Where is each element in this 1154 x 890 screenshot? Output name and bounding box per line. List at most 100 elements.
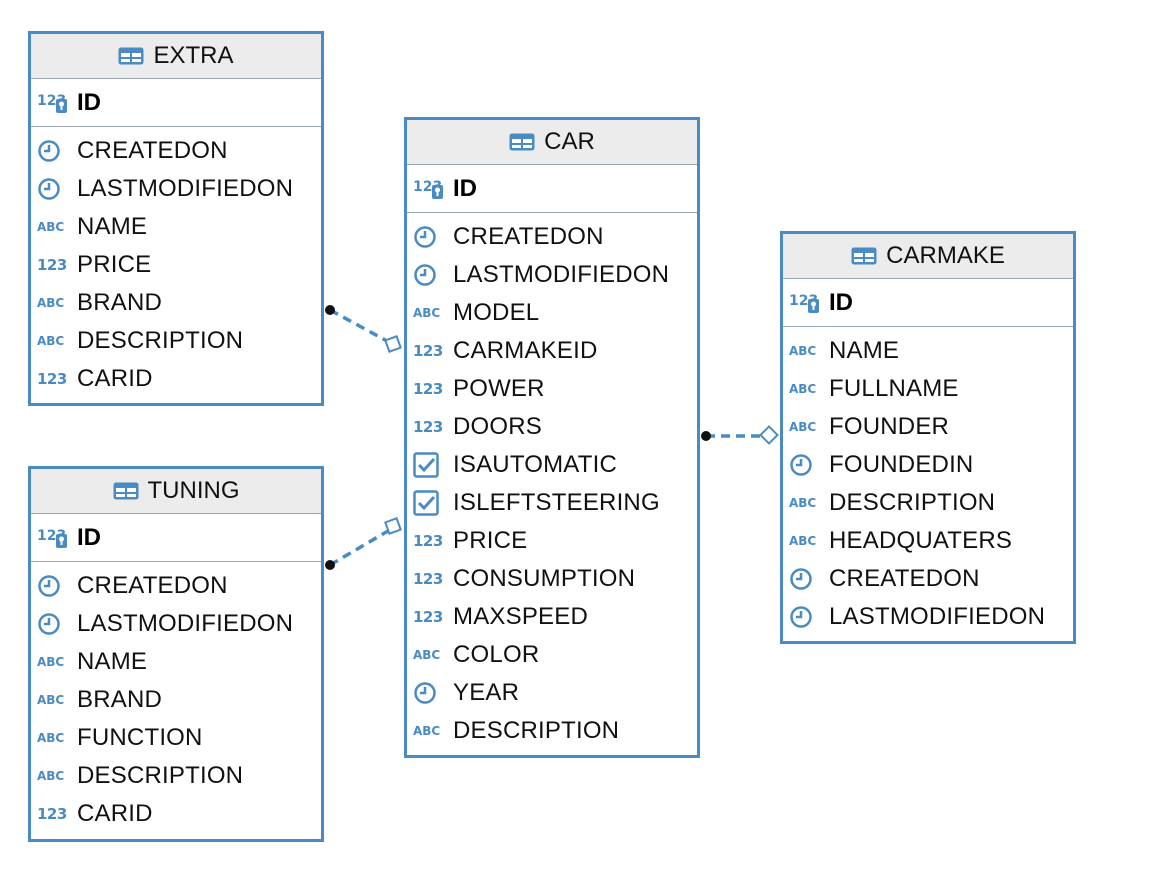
column-row[interactable]: YEAR xyxy=(407,674,697,712)
column-row[interactable]: 123 CARMAKEID xyxy=(407,332,697,370)
entity-header[interactable]: TUNING xyxy=(31,469,321,514)
clock-icon xyxy=(37,574,71,598)
column-row[interactable]: LASTMODIFIEDON xyxy=(783,598,1073,636)
clock-icon xyxy=(37,612,71,636)
entity-extra[interactable]: EXTRA 123 ID CREATEDON LASTMODIFIEDON xyxy=(28,31,324,406)
column-row[interactable]: CREATEDON xyxy=(31,132,321,170)
column-row[interactable]: ABC FUNCTION xyxy=(31,719,321,757)
column-row[interactable]: ABC COLOR xyxy=(407,636,697,674)
column-row[interactable]: ABC BRAND xyxy=(31,284,321,322)
entity-tuning[interactable]: TUNING 123 ID CREATEDON LASTMODIFIEDON xyxy=(28,466,324,842)
column-row[interactable]: LASTMODIFIEDON xyxy=(31,605,321,643)
column-row[interactable]: 123 PRICE xyxy=(31,246,321,284)
column-label: CREATEDON xyxy=(77,137,228,164)
column-label: CREATEDON xyxy=(453,223,604,250)
column-row[interactable]: CREATEDON xyxy=(31,567,321,605)
number-type-icon: 123 xyxy=(413,569,443,588)
column-label: NAME xyxy=(77,213,148,240)
relation-extra-car[interactable] xyxy=(325,305,402,353)
column-row[interactable]: 123 CARID xyxy=(31,795,321,833)
string-type-icon: ABC xyxy=(789,344,817,358)
column-row[interactable]: ABC DESCRIPTION xyxy=(31,757,321,795)
entity-header[interactable]: CAR xyxy=(407,120,697,165)
number-type-icon: 123 xyxy=(413,417,443,436)
clock-icon xyxy=(789,605,823,629)
relation-tuning-car[interactable] xyxy=(325,517,402,570)
column-row[interactable]: ISAUTOMATIC xyxy=(407,446,697,484)
key-icon: 123 xyxy=(37,526,71,550)
column-label: CARID xyxy=(77,365,153,392)
column-label: MAXSPEED xyxy=(453,603,588,630)
column-label: COLOR xyxy=(453,641,540,668)
column-label: PRICE xyxy=(453,527,528,554)
column-row[interactable]: 123 DOORS xyxy=(407,408,697,446)
column-row[interactable]: ABC NAME xyxy=(783,332,1073,370)
column-label: CARMAKEID xyxy=(453,337,598,364)
string-type-icon: ABC xyxy=(37,220,65,234)
column-row[interactable]: CREATEDON xyxy=(783,560,1073,598)
column-row[interactable]: 123 CARID xyxy=(31,360,321,398)
number-type-icon: 123 xyxy=(37,255,67,274)
column-row[interactable]: ABC NAME xyxy=(31,208,321,246)
column-list: CREATEDON LASTMODIFIEDON ABC NAME ABC BR… xyxy=(31,562,321,833)
column-label: NAME xyxy=(829,337,900,364)
column-label: CARID xyxy=(77,800,153,827)
relation-target-diamond xyxy=(384,335,402,353)
entity-header[interactable]: EXTRA xyxy=(31,34,321,79)
column-label: CONSUMPTION xyxy=(453,565,636,592)
clock-icon xyxy=(37,177,71,201)
entity-header[interactable]: CARMAKE xyxy=(783,234,1073,279)
column-row[interactable]: 123 POWER xyxy=(407,370,697,408)
pk-row[interactable]: 123 ID xyxy=(31,79,321,127)
column-row[interactable]: ABC FULLNAME xyxy=(783,370,1073,408)
column-row[interactable]: ABC FOUNDER xyxy=(783,408,1073,446)
column-row[interactable]: 123 CONSUMPTION xyxy=(407,560,697,598)
pk-label: ID xyxy=(77,523,101,551)
key-icon: 123 xyxy=(413,177,447,201)
column-row[interactable]: CREATEDON xyxy=(407,218,697,256)
column-label: DOORS xyxy=(453,413,543,440)
clock-icon xyxy=(413,225,447,249)
column-row[interactable]: ABC DESCRIPTION xyxy=(31,322,321,360)
column-row[interactable]: ABC HEADQUATERS xyxy=(783,522,1073,560)
column-label: FULLNAME xyxy=(829,375,959,402)
column-row[interactable]: LASTMODIFIEDON xyxy=(31,170,321,208)
clock-icon xyxy=(37,139,71,163)
column-row[interactable]: ABC NAME xyxy=(31,643,321,681)
relation-target-diamond xyxy=(759,425,779,445)
table-icon xyxy=(118,47,144,65)
column-row[interactable]: 123 PRICE xyxy=(407,522,697,560)
column-row[interactable]: 123 MAXSPEED xyxy=(407,598,697,636)
pk-row[interactable]: 123 ID xyxy=(407,165,697,213)
column-label: CREATEDON xyxy=(829,565,980,592)
string-type-icon: ABC xyxy=(789,496,817,510)
entity-carmake[interactable]: CARMAKE 123 ID ABC NAME ABC FULLNAME xyxy=(780,231,1076,644)
clock-icon xyxy=(413,263,447,287)
checkbox-icon xyxy=(413,490,447,516)
string-type-icon: ABC xyxy=(789,420,817,434)
number-type-icon: 123 xyxy=(413,531,443,550)
pk-row[interactable]: 123 ID xyxy=(783,279,1073,327)
column-label: LASTMODIFIEDON xyxy=(77,175,294,202)
column-label: FOUNDEDIN xyxy=(829,451,974,478)
column-label: LASTMODIFIEDON xyxy=(453,261,670,288)
column-label: BRAND xyxy=(77,686,163,713)
clock-icon xyxy=(413,681,447,705)
pk-label: ID xyxy=(453,174,477,202)
pk-label: ID xyxy=(829,288,853,316)
column-row[interactable]: ABC DESCRIPTION xyxy=(783,484,1073,522)
entity-car[interactable]: CAR 123 ID CREATEDON LASTMODIFIEDON xyxy=(404,117,700,758)
column-row[interactable]: ISLEFTSTEERING xyxy=(407,484,697,522)
column-row[interactable]: ABC DESCRIPTION xyxy=(407,712,697,750)
relation-target-diamond xyxy=(384,517,402,535)
string-type-icon: ABC xyxy=(413,648,441,662)
column-row[interactable]: ABC MODEL xyxy=(407,294,697,332)
pk-row[interactable]: 123 ID xyxy=(31,514,321,562)
string-type-icon: ABC xyxy=(413,724,441,738)
column-row[interactable]: ABC BRAND xyxy=(31,681,321,719)
relation-car-carmake[interactable] xyxy=(701,425,779,445)
key-icon: 123 xyxy=(37,91,71,115)
string-type-icon: ABC xyxy=(37,655,65,669)
column-row[interactable]: LASTMODIFIEDON xyxy=(407,256,697,294)
column-row[interactable]: FOUNDEDIN xyxy=(783,446,1073,484)
